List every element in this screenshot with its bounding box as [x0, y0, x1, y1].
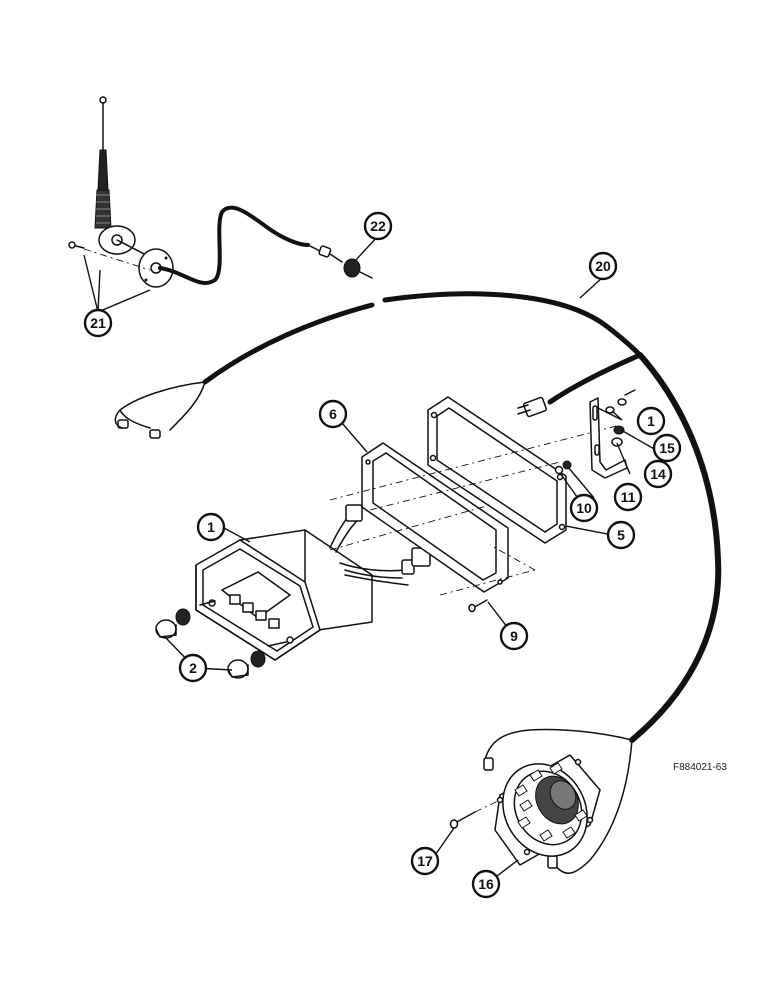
callout-17: 17 [410, 846, 440, 876]
callout-14: 14 [643, 459, 673, 489]
callout-16-label: 16 [478, 876, 494, 892]
callout-20-label: 20 [595, 258, 611, 274]
callout-2: 2 [178, 653, 208, 683]
callout-5: 5 [606, 520, 636, 550]
callout-1-radio: 1 [196, 512, 226, 542]
main-wiring-harness [114, 291, 722, 874]
antenna-cable [158, 205, 373, 285]
mounting-bezel [427, 396, 567, 544]
callout-1-radio-label: 1 [207, 519, 215, 535]
callout-9-label: 9 [510, 628, 518, 644]
callout-17-label: 17 [417, 853, 433, 869]
callout-21-label: 21 [90, 315, 106, 331]
callout-6-label: 6 [329, 406, 337, 422]
callout-1-bracket: 1 [636, 406, 666, 436]
callout-22-label: 22 [370, 218, 386, 234]
mounting-gasket [361, 442, 509, 593]
callout-1-bracket-label: 1 [647, 413, 655, 429]
callout-16: 16 [471, 869, 501, 899]
figure-reference: F884021-63 [673, 762, 727, 773]
control-knobs [155, 608, 266, 679]
speaker-assembly [494, 754, 601, 866]
callout-15-label: 15 [659, 440, 675, 456]
assembly-lines [329, 424, 621, 596]
mounting-screw [468, 599, 488, 613]
callout-21: 21 [83, 308, 113, 338]
antenna-assembly [68, 96, 174, 288]
callout-6: 6 [318, 399, 348, 429]
callout-22: 22 [363, 211, 393, 241]
callout-15: 15 [652, 433, 682, 463]
radio-unit [195, 504, 431, 661]
callout-20: 20 [588, 251, 618, 281]
speaker-screw [449, 799, 501, 829]
callout-5-label: 5 [617, 527, 625, 543]
callout-9: 9 [499, 621, 529, 651]
nut-and-washer [554, 460, 572, 475]
callout-11: 11 [613, 482, 643, 512]
callout-11-label: 11 [621, 489, 636, 505]
callout-10: 10 [569, 493, 599, 523]
callout-14-label: 14 [650, 466, 666, 482]
callout-2-label: 2 [189, 660, 197, 676]
callout-10-label: 10 [576, 500, 592, 516]
